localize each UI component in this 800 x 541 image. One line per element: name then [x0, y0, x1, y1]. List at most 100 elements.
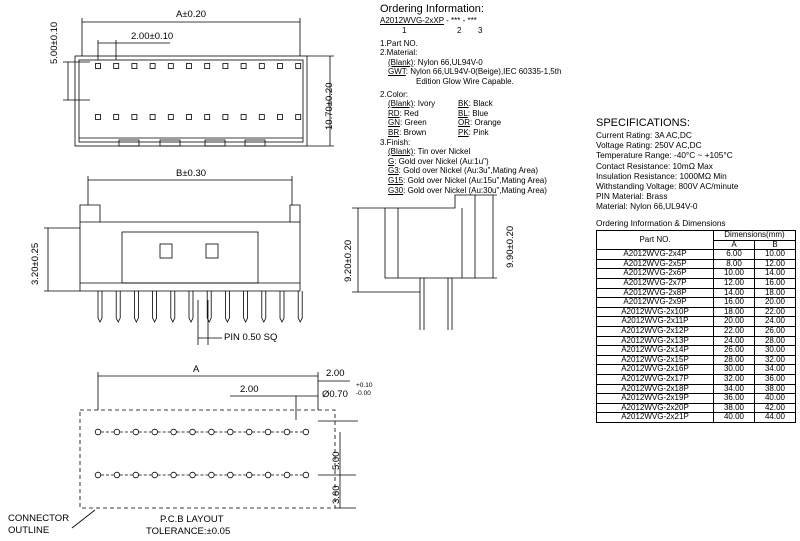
dimensions-table: Part NO. Dimensions(mm) A B A2012WVG-2x4…	[596, 229, 797, 423]
finish-option: G: Gold over Nickel (Au:1u")	[388, 156, 489, 166]
top-pin	[113, 114, 120, 120]
spec-line: Voltage Rating: 250V AC,DC	[596, 140, 702, 151]
pcb-hole	[132, 471, 139, 479]
pcb-hole	[151, 428, 158, 436]
finish-heading: 3.Finish:	[380, 137, 411, 147]
pcb-hole	[189, 471, 196, 479]
front-pin	[170, 291, 176, 323]
pcb-tol-plus: +0.10	[356, 382, 373, 389]
pcb-200-right-label: 2.00	[326, 368, 345, 379]
pcb-hole	[302, 471, 310, 479]
pcb-360-label: 3.60	[331, 485, 342, 505]
pcb-200-mid-label: 2.00	[240, 384, 259, 395]
front-pin	[134, 291, 139, 323]
top-pin	[222, 114, 229, 120]
front-pin	[225, 291, 230, 323]
cell-b: 20.00	[753, 297, 797, 308]
front-pin	[243, 291, 248, 323]
col-dimensions: Dimensions(mm)	[713, 230, 796, 241]
top-pin	[258, 63, 265, 69]
dim-pin-label: PIN 0.50 SQ	[224, 332, 278, 343]
side-view	[352, 194, 497, 330]
front-pin	[297, 291, 303, 323]
top-pin	[258, 114, 265, 120]
ordering-code: A2012WVG-2xXP - *** - ***	[380, 16, 477, 25]
top-view	[63, 18, 334, 147]
top-pin	[95, 63, 101, 69]
cell-part-no: A2012WVG-2x14P	[596, 345, 714, 356]
cell-a: 22.00	[713, 325, 755, 337]
cell-a: 40.00	[713, 412, 755, 423]
cell-part-no: A2012WVG-2x7P	[596, 277, 714, 289]
top-pin	[149, 63, 156, 69]
front-pin	[97, 291, 103, 323]
pcb-hole	[151, 471, 158, 479]
pcb-tol-minus: -0.00	[356, 390, 371, 397]
ordering-code-index: 1 2 3	[402, 25, 483, 35]
pcb-hole	[302, 428, 310, 436]
pcb-hole	[189, 428, 196, 436]
material-option: (Blank): Nylon 66,UL94V-0	[388, 57, 483, 67]
front-view	[44, 176, 303, 345]
dim-320-label: 3.20±0.25	[30, 242, 41, 285]
dim-a-top-label: A±0.20	[176, 9, 207, 20]
front-pin	[206, 291, 212, 323]
finish-option: G3: Gold over Nickel (Au:3u",Mating Area…	[388, 166, 539, 176]
top-pin	[295, 114, 302, 120]
top-pin	[204, 63, 211, 69]
cell-part-no: A2012WVG-2x11P	[596, 316, 714, 327]
finish-option: G30: Gold over Nickel (Au:30u",Mating Ar…	[388, 185, 547, 195]
cell-part-no: A2012WVG-2x4P	[596, 249, 714, 260]
top-pin	[167, 114, 174, 120]
spec-line: Temperature Range: -40°C ~ +105°C	[596, 150, 733, 161]
finish-option: (Blank): Tin over Nickel	[388, 147, 471, 157]
pcb-a-label: A	[193, 364, 200, 375]
ordering-title: Ordering Information:	[380, 3, 484, 15]
dim-width-right-label: 10.70±0.20	[324, 82, 335, 130]
spec-line: Material: Nylon 66,UL94V-0	[596, 201, 698, 212]
top-pin	[131, 63, 138, 69]
pcb-hole	[283, 428, 291, 436]
cell-b: 30.00	[753, 345, 797, 356]
pcb-hole	[208, 471, 215, 479]
cell-a: 32.00	[713, 373, 755, 385]
ordering-information: Ordering Information: A2012WVG-2xXP - **…	[380, 3, 590, 195]
cell-part-no: A2012WVG-2x12P	[596, 325, 714, 337]
cell-part-no: A2012WVG-2x21P	[596, 412, 714, 423]
cell-a: 20.00	[713, 316, 755, 327]
spec-line: Insulation Resistance: 1000MΩ Min	[596, 170, 727, 181]
cell-a: 12.00	[713, 277, 755, 289]
pcb-layout-view	[71, 372, 358, 529]
pcb-hole	[113, 471, 121, 479]
front-pin	[279, 291, 285, 323]
pcb-hole	[227, 428, 234, 436]
pcb-hole-label: Ø0.70	[322, 389, 348, 400]
pcb-hole	[113, 428, 121, 436]
cell-b: 40.00	[753, 393, 797, 404]
cell-part-no: A2012WVG-2x9P	[596, 297, 714, 308]
pcb-hole	[208, 428, 215, 436]
top-pin	[295, 63, 302, 69]
connector-outline-label: CONNECTOR OUTLINE	[8, 513, 70, 536]
pcb-hole	[94, 471, 102, 479]
pcb-hole	[227, 471, 234, 479]
top-pin	[186, 63, 192, 69]
dim-pitch-label: 2.00±0.10	[131, 31, 174, 42]
front-pin	[261, 291, 267, 323]
front-pin	[152, 291, 157, 323]
top-pin	[186, 114, 192, 120]
cell-a: 30.00	[713, 364, 755, 375]
dim-height-left-label: 5.00±0.10	[49, 21, 60, 64]
dim-b-label: B±0.30	[176, 168, 207, 179]
top-pin	[131, 114, 138, 120]
top-pin	[113, 63, 120, 69]
